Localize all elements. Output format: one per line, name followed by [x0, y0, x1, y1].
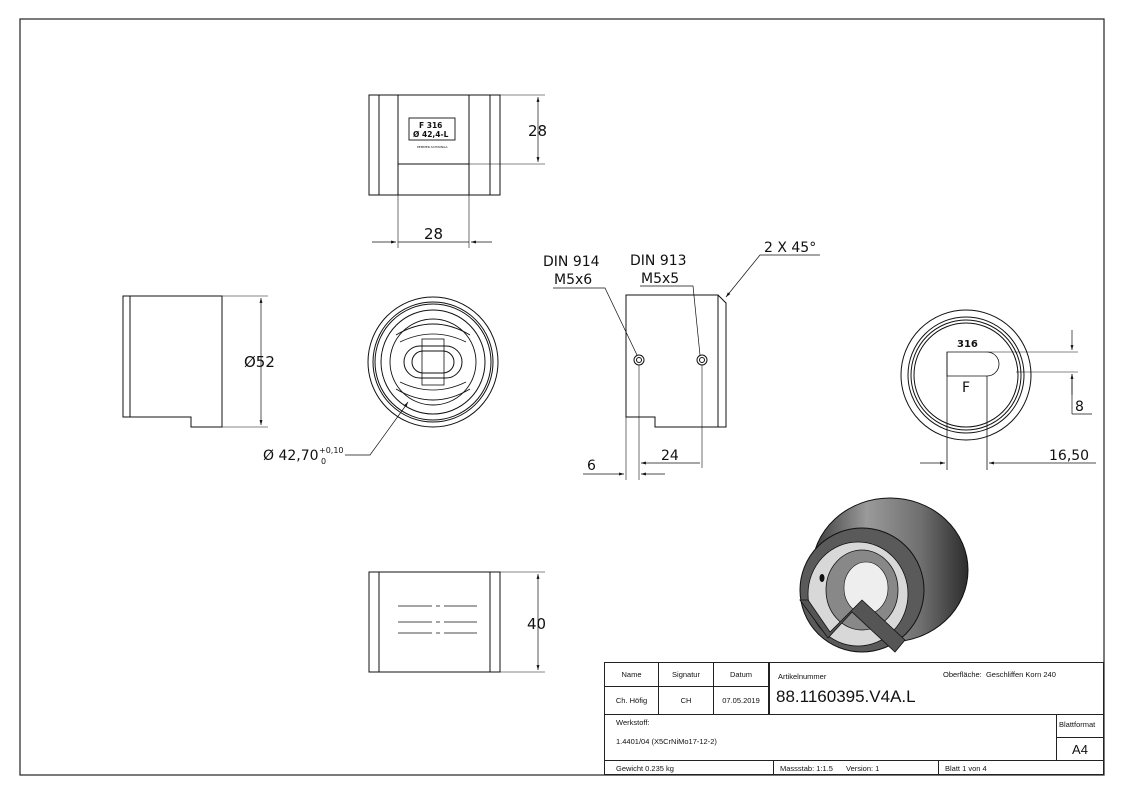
header-signatur: Signatur [659, 663, 714, 687]
title-block: Name Signatur Datum Artikelnummer Oberfl… [604, 662, 1104, 775]
header-oberflaeche: Oberfläche: Geschliffen Korn 240 [943, 670, 1056, 679]
value-name: Ch. Höfig [605, 687, 659, 714]
dim-top-width: 28 [424, 225, 443, 243]
callout-din913-a: DIN 913 [630, 253, 687, 269]
value-artikelnummer: 88.1160395.V4A.L [776, 687, 916, 706]
dim-side-diameter: Ø52 [244, 353, 275, 371]
callout-chamfer: 2 X 45° [764, 240, 816, 256]
dim-24: 24 [661, 448, 679, 464]
mark-end-f: F [962, 380, 970, 396]
blattformat-value: A4 [1072, 741, 1088, 757]
front-view [345, 296, 499, 456]
dim-bore-tol-lower: 0 [321, 457, 326, 466]
dim-bore: Ø 42,70 [263, 448, 319, 464]
drawing-frame [19, 18, 1105, 776]
mark-label-line1: F 316 [419, 121, 442, 130]
bottom-view [368, 571, 545, 673]
gewicht: Gewicht 0.235 kg [616, 764, 674, 773]
callout-din914-a: DIN 914 [543, 254, 600, 270]
value-signatur: CH [659, 687, 714, 714]
version: Version: 1 [846, 764, 880, 773]
callout-din914-b: M5x6 [554, 272, 592, 288]
mark-label-line2: Ø 42,4-L [413, 130, 449, 139]
mark-end-316: 316 [957, 339, 978, 350]
werkstoff-label: Werkstoff: [616, 718, 650, 727]
dim-bore-tol-upper: +0,10 [319, 446, 344, 455]
massstab: Massstab: 1:1.5 [780, 764, 833, 773]
mark-label-small: PEMMER-SCHWINGA [417, 145, 448, 149]
dim-6: 6 [587, 458, 596, 474]
top-view [368, 94, 545, 248]
header-artikelnummer: Artikelnummer [778, 672, 827, 681]
value-datum: 07.05.2019 [714, 687, 769, 714]
werkstoff-value: 1.4401/04 (X5CrNiMo17-12-2) [616, 737, 717, 746]
dim-bottom-height: 40 [527, 615, 546, 633]
end-view [900, 309, 1096, 470]
dim-16-50: 16,50 [1049, 448, 1089, 464]
dim-8: 8 [1075, 399, 1084, 415]
callout-din913-b: M5x5 [641, 271, 679, 287]
blattformat-label: Blattformat [1059, 720, 1096, 729]
isometric-view [799, 497, 969, 653]
dim-top-height: 28 [528, 122, 547, 140]
blatt: Blatt 1 von 4 [945, 764, 987, 773]
header-name: Name [605, 663, 659, 687]
left-view [122, 295, 268, 428]
side-view [553, 254, 820, 480]
header-datum: Datum [714, 663, 769, 687]
oberflaeche-value: Geschliffen Korn 240 [985, 670, 1056, 679]
